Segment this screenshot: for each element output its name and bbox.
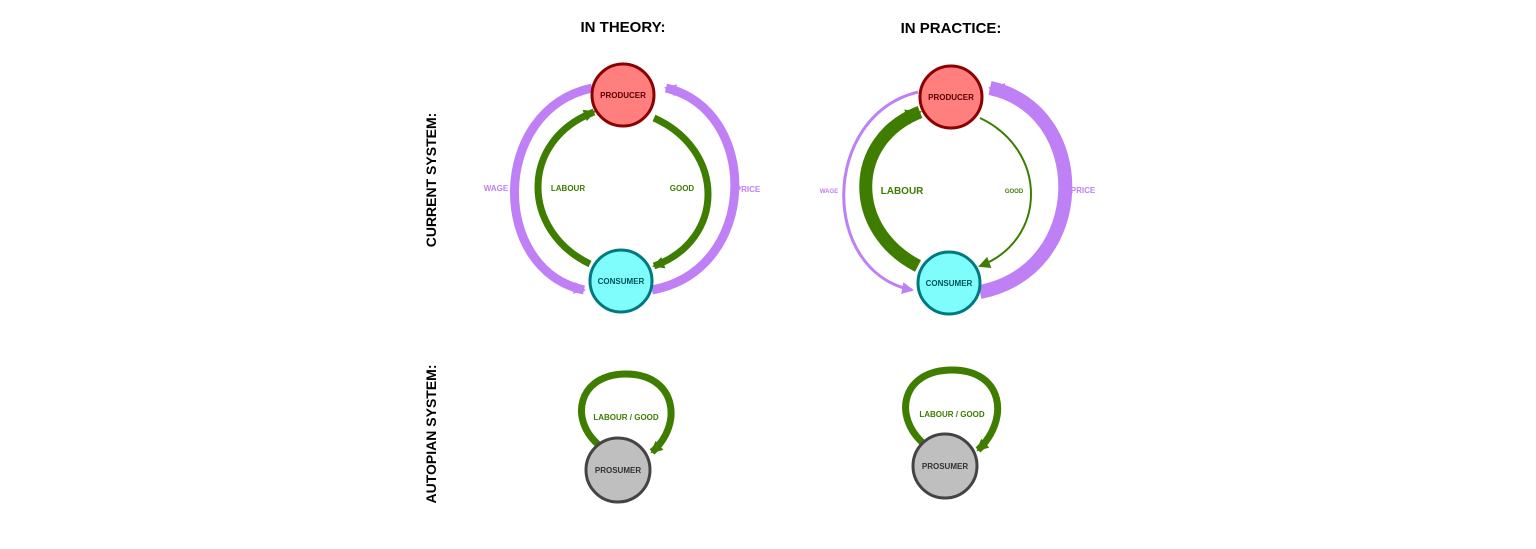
theory-labour-good-label: LABOUR / GOOD — [593, 413, 659, 422]
theory-wage-arrow — [510, 83, 593, 295]
theory-producer-node — [590, 62, 656, 128]
theory-labour-good-arrow — [578, 370, 675, 455]
theory-autopian-cycle: PROSUMER LABOUR / GOOD — [578, 370, 675, 504]
practice-wage-arrow — [842, 90, 919, 294]
theory-prosumer-label: PROSUMER — [595, 466, 641, 475]
theory-good-label: GOOD — [670, 184, 695, 193]
practice-wage-label: WAGE — [820, 189, 838, 195]
header-in-theory: IN THEORY: — [581, 19, 666, 36]
practice-current-cycle: PRODUCER CONSUMER WAGE PRICE LABOUR GOOD — [820, 64, 1096, 316]
practice-good-arrow — [978, 117, 1032, 269]
practice-producer-label: PRODUCER — [928, 93, 974, 102]
practice-good-label: GOOD — [1005, 189, 1024, 195]
practice-consumer-label: CONSUMER — [926, 279, 973, 288]
practice-producer-node — [918, 64, 984, 130]
theory-labour-arrow — [534, 108, 596, 268]
theory-good-arrow — [652, 114, 712, 270]
practice-consumer-node — [916, 250, 982, 316]
practice-labour-label: LABOUR — [881, 186, 925, 197]
theory-consumer-node — [588, 248, 654, 314]
practice-labour-good-label: LABOUR / GOOD — [919, 410, 985, 419]
practice-labour-arrow — [859, 105, 923, 272]
theory-consumer-label: CONSUMER — [598, 277, 645, 286]
practice-price-arrow — [978, 81, 1073, 299]
theory-labour-label: LABOUR — [551, 184, 585, 193]
row-label-autopian-system: AUTOPIAN SYSTEM: — [423, 365, 439, 504]
row-label-current-system: CURRENT SYSTEM: — [423, 113, 439, 248]
practice-price-label: PRICE — [1071, 186, 1096, 195]
theory-producer-label: PRODUCER — [600, 91, 646, 100]
theory-prosumer-node — [584, 436, 652, 504]
practice-prosumer-node — [911, 432, 979, 500]
theory-current-cycle: PRODUCER CONSUMER WAGE PRICE LABOUR GOOD — [484, 62, 761, 314]
practice-prosumer-label: PROSUMER — [922, 462, 968, 471]
practice-labour-good-arrow — [902, 366, 1002, 453]
header-in-practice: IN PRACTICE: — [901, 20, 1002, 37]
theory-price-label: PRICE — [736, 185, 761, 194]
theory-wage-label: WAGE — [484, 184, 509, 193]
theory-price-arrow — [651, 83, 740, 295]
practice-autopian-cycle: PROSUMER LABOUR / GOOD — [902, 366, 1002, 500]
